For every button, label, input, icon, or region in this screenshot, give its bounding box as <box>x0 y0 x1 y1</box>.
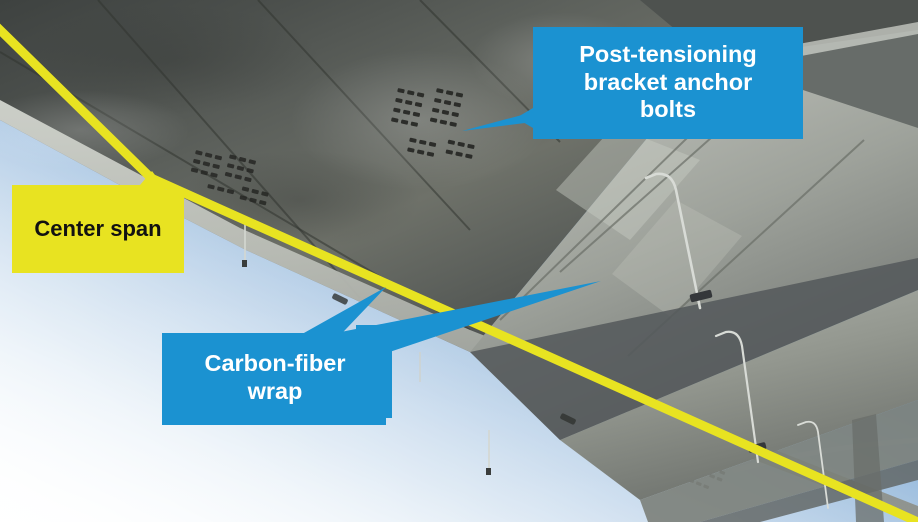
fascia-bracket-2 <box>560 413 576 425</box>
girder-soffit-2 <box>470 258 918 440</box>
center-span-callout-shape <box>12 171 184 273</box>
carbon-fiber-callout[interactable] <box>162 281 601 425</box>
light-pole-far <box>797 420 829 509</box>
girder-sunlit-band-2 <box>612 200 742 318</box>
hanging-sensor <box>242 222 247 267</box>
light-fixture-near <box>689 289 713 303</box>
hanging-sensor-2 <box>486 430 491 475</box>
post-tensioning-callout-shape <box>516 27 803 139</box>
carbon-fiber-callout-notch <box>356 325 392 418</box>
light-pole-near <box>644 172 702 310</box>
carbon-fiber-callout-shape <box>162 333 386 425</box>
post-tensioning-callout[interactable] <box>462 27 803 139</box>
girder-sunlit-band <box>556 126 700 240</box>
light-pole-mid <box>714 330 760 464</box>
girder-web-face-2 <box>560 290 918 500</box>
post-tensioning-pointer <box>462 112 533 131</box>
fascia-bracket-1 <box>332 293 348 305</box>
center-span-callout[interactable] <box>12 171 184 273</box>
